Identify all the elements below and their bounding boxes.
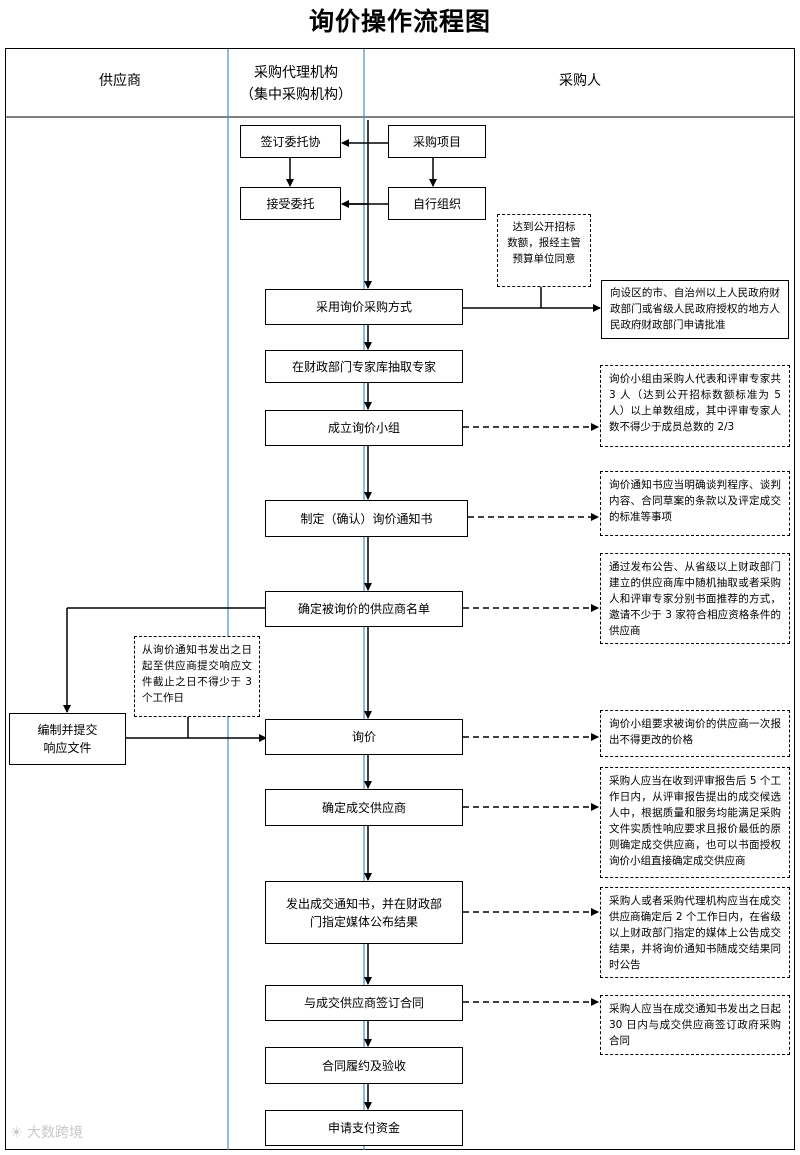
note-approval: 向设区的市、自治州以上人民政府财政部门或省级人民政府授权的地方人民政府财政部门申… [601, 280, 789, 339]
note-list-rule: 通过发布公告、从省级以上财政部门建立的供应商库中随机抽取或者采购人和评审专家分别… [600, 553, 790, 644]
watermark-text: 大数跨境 [27, 1125, 84, 1141]
watermark-logo: ☀ 大数跨境 [10, 1122, 83, 1142]
step-sign-contract: 与成交供应商签订合同 [265, 985, 463, 1021]
step-self-organize: 自行组织 [388, 187, 486, 220]
step-sign-entrust: 签订委托协 [240, 125, 341, 158]
note-notice-rule: 询价通知书应当明确谈判程序、谈判内容、合同草案的条款以及评定成交的标准等事项 [600, 471, 790, 536]
step-issue-notice-line2: 门指定媒体公布结果 [309, 914, 418, 929]
note-approval-text: 向设区的市、自治州以上人民政府财政部门或省级人民政府授权的地方人民政府财政部门申… [610, 287, 780, 331]
lane-agency-label: 采购代理机构 [254, 65, 338, 81]
step-inquiry: 询价 [265, 719, 463, 755]
note-deadline: 从询价通知书发出之日起至供应商提交响应文件截止之日不得少于 3 个工作日 [134, 636, 260, 717]
step-supplier-list: 确定被询价的供应商名单 [265, 591, 463, 627]
outer-frame [5, 48, 795, 1150]
lane-purchaser-label: 采购人 [559, 73, 601, 89]
step-issue-notice-line1: 发出成交通知书，并在财政部 [285, 896, 442, 911]
note-quote-rule: 询价小组要求被询价的供应商一次报出不得更改的价格 [600, 710, 790, 757]
step-prepare-response-line1: 编制并提交 [37, 723, 98, 737]
step-prepare-response-line2: 响应文件 [43, 741, 92, 755]
step-payment: 申请支付资金 [265, 1110, 463, 1146]
note-determine-rule: 采购人应当在收到评审报告后 5 个工作日内，从评审报告提出的成交候选人中，根据质… [600, 767, 790, 878]
page-title: 询价操作流程图 [308, 7, 491, 36]
note-announce-rule: 采购人或者采购代理机构应当在成交供应商确定后 2 个工作日内，在省级以上财政部门… [600, 887, 790, 978]
step-inquiry-notice: 制定（确认）询价通知书 [265, 500, 468, 537]
note-group-rule: 询价小组由采购人代表和评审专家共 3 人（达到公开招标数额标准为 5 人）以上单… [600, 365, 790, 447]
step-issue-notice: 发出成交通知书，并在财政部 门指定媒体公布结果 [265, 881, 463, 944]
note-threshold-line1: 达到公开招标 [512, 221, 576, 233]
step-purchase-project: 采购项目 [388, 125, 486, 158]
step-acceptance: 合同履约及验收 [265, 1047, 463, 1084]
note-contract-rule: 采购人应当在成交通知书发出之日起 30 日内与成交供应商签订政府采购合同 [600, 995, 790, 1055]
step-determine-supplier: 确定成交供应商 [265, 789, 463, 826]
lane-header-purchaser: 采购人 [530, 70, 630, 92]
step-inquiry-method: 采用询价采购方式 [265, 289, 463, 325]
watermark-icon: ☀ [10, 1125, 23, 1141]
note-threshold: 达到公开招标 数额，报经主管 预算单位同意 [497, 214, 591, 287]
step-accept-entrust: 接受委托 [240, 187, 341, 220]
note-threshold-line3: 预算单位同意 [512, 253, 576, 265]
lane-header-supplier: 供应商 [70, 70, 170, 92]
lane-header-agency: 采购代理机构 （集中采购机构） [228, 62, 364, 106]
note-threshold-line2: 数额，报经主管 [507, 237, 581, 249]
step-prepare-response: 编制并提交 响应文件 [9, 713, 126, 765]
step-form-group: 成立询价小组 [265, 410, 463, 446]
lane-agency-sub-label: （集中采购机构） [240, 87, 352, 103]
step-draw-experts: 在财政部门专家库抽取专家 [265, 350, 463, 383]
lane-supplier-label: 供应商 [99, 73, 141, 89]
